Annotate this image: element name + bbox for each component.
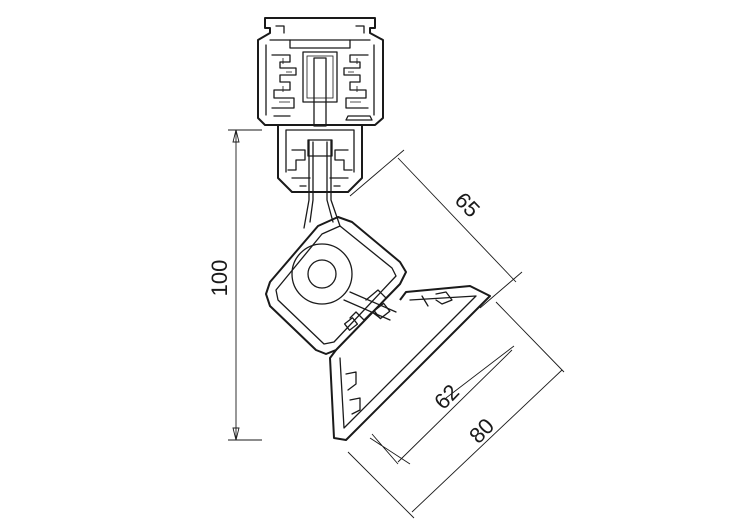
- track-adapter: [257, 17, 384, 126]
- stem-housing: [277, 57, 363, 229]
- dimension-reflector-outer: 80: [347, 301, 565, 519]
- top-length-dimension-label: 65: [450, 187, 485, 222]
- dimension-reflector-inner: 62: [369, 345, 515, 465]
- lamp-circle-outer: [291, 243, 353, 305]
- reflector: [329, 285, 491, 441]
- lamp-circle-inner: [307, 259, 337, 289]
- dimension-top-length: 65: [349, 149, 523, 309]
- lamp-head: [265, 216, 407, 355]
- height-dimension-label: 100: [207, 260, 232, 297]
- reflector-inner-dimension-label: 62: [429, 379, 464, 414]
- reflector-outer-dimension-label: 80: [464, 413, 499, 448]
- dimension-height: 100: [207, 129, 262, 441]
